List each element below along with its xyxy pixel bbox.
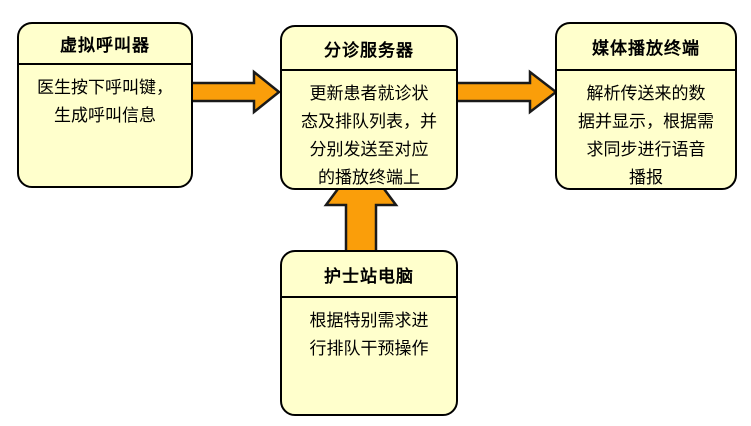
arrow-caller-to-server-icon — [189, 69, 282, 115]
node-nurse-station-body: 根据特别需求进 行排队干预操作 — [309, 311, 429, 358]
node-virtual-caller: 虚拟呼叫器 医生按下呼叫键， 生成呼叫信息 — [17, 22, 193, 188]
node-triage-server-body: 更新患者就诊状 态及排队列表，并 分别发送至对应 的播放终端上 — [301, 84, 437, 187]
arrow-server-to-terminal-icon — [454, 69, 559, 115]
node-virtual-caller-body: 医生按下呼叫键， 生成呼叫信息 — [37, 78, 173, 125]
node-media-terminal-body: 解析传送来的数 据并显示，根据需 求同步进行语音 播报 — [578, 84, 714, 187]
node-nurse-station: 护士站电脑 根据特别需求进 行排队干预操作 — [280, 250, 458, 416]
node-triage-server: 分诊服务器 更新患者就诊状 态及排队列表，并 分别发送至对应 的播放终端上 — [280, 25, 458, 190]
node-nurse-station-title: 护士站电脑 — [282, 252, 456, 298]
node-media-terminal-title: 媒体播放终端 — [557, 24, 735, 71]
node-virtual-caller-title: 虚拟呼叫器 — [19, 24, 191, 65]
node-media-terminal: 媒体播放终端 解析传送来的数 据并显示，根据需 求同步进行语音 播报 — [555, 22, 737, 190]
node-triage-server-title: 分诊服务器 — [282, 27, 456, 71]
